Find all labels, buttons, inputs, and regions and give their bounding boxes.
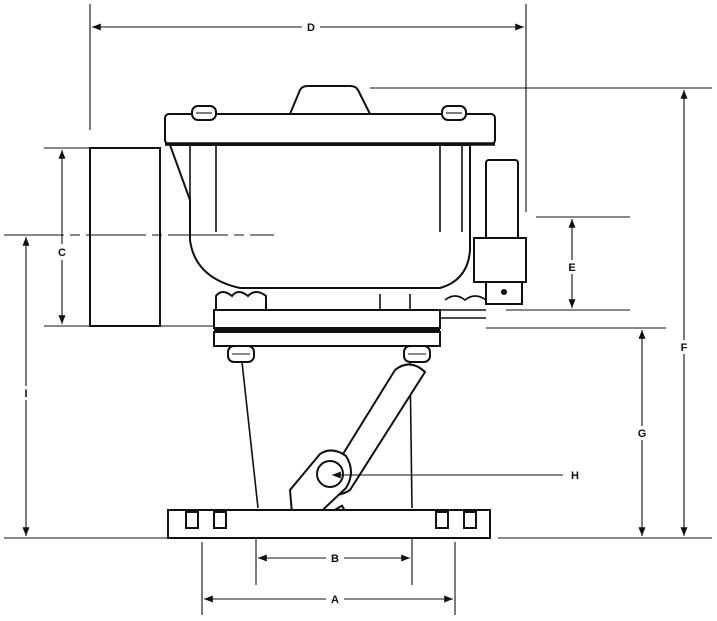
dimension-label-b: B: [331, 553, 339, 565]
dimension-c: C: [44, 147, 214, 327]
lever-arm: [288, 363, 427, 534]
lid-screw-left: [191, 105, 217, 121]
base-flange: [167, 509, 491, 539]
base-screw-left: [227, 345, 255, 363]
dimension-label-f: F: [681, 342, 688, 354]
dimension-d: D: [89, 4, 527, 212]
dimension-label-i: I: [24, 388, 27, 400]
dimension-label-g: G: [638, 428, 647, 440]
dimension-f: F: [370, 87, 712, 539]
dimension-label-h: H: [571, 470, 579, 482]
dimension-label-c: C: [58, 247, 66, 259]
dimension-a: A: [201, 542, 456, 615]
dimension-g: G: [486, 327, 666, 536]
dimension-label-d: D: [307, 22, 315, 34]
base-screw-right: [403, 345, 431, 363]
dimension-b: B: [255, 538, 413, 585]
lid-screw-right: [441, 105, 467, 121]
dimension-e: E: [506, 216, 630, 311]
dimension-i: I: [4, 234, 274, 539]
dimension-h: H: [332, 470, 579, 482]
dimension-label-a: A: [331, 594, 339, 606]
device-body: [89, 85, 527, 539]
dimension-label-e: E: [568, 262, 575, 274]
